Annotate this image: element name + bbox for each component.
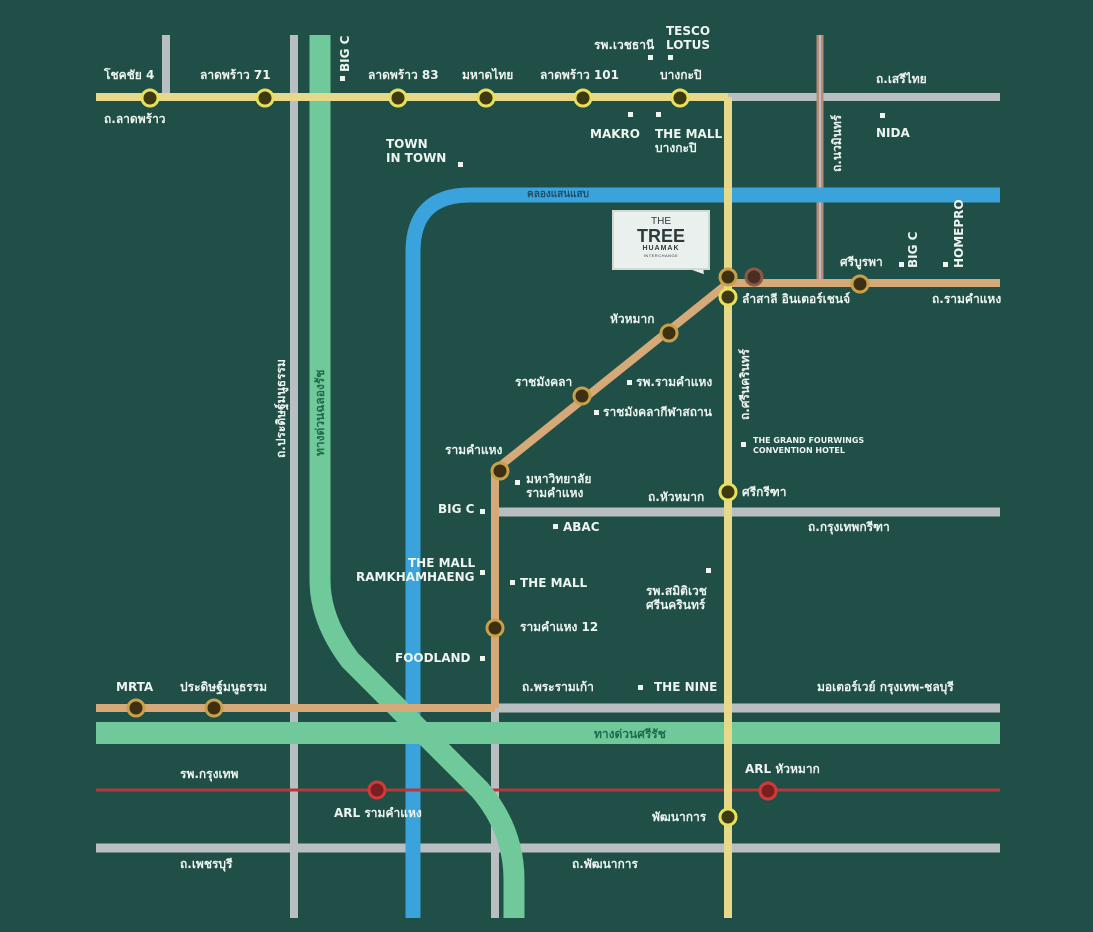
poi-label-bigc-east: BIG C: [906, 231, 920, 268]
poi-marker[interactable]: [706, 568, 711, 573]
poi-marker[interactable]: [480, 509, 485, 514]
poi-label-homepro: HOMEPRO: [952, 199, 966, 268]
station-label-ladprao83: ลาดพร้าว 83: [368, 68, 439, 82]
station-label-rajamangala: ราชมังคลา: [515, 375, 573, 389]
poi-label-rajamangala-stadium: ราชมังคลากีฬาสถาน: [603, 405, 712, 419]
poi-label-the-mall-bk-1: THE MALL: [655, 127, 723, 141]
poi-marker[interactable]: [510, 580, 515, 585]
road-label-pradit-road: ถ.ประดิษฐ์มนูธรรม: [274, 359, 288, 458]
poi-marker[interactable]: [656, 112, 661, 117]
project-name-interchange: INTERCHANGE: [643, 253, 679, 258]
poi-label-ru-2: รามคำแหง: [526, 486, 584, 500]
poi-marker[interactable]: [340, 76, 345, 81]
road-label-rama9: ถ.พระรามเก้า: [522, 680, 594, 694]
station-label-phatthanakan: พัฒนาการ: [652, 810, 707, 824]
poi-label-bigc-top: BIG C: [338, 35, 352, 72]
poi-marker[interactable]: [741, 442, 746, 447]
poi-label-town-in-town-2: IN TOWN: [386, 151, 447, 165]
road-label-motorway: มอเตอร์เวย์ กรุงเทพ-ชลบุรี: [817, 680, 954, 694]
poi-marker[interactable]: [628, 112, 633, 117]
station-label-pradit: ประดิษฐ์มนูธรรม: [180, 680, 268, 694]
road-label-ramkhamhaeng-road: ถ.รามคำแหง: [932, 292, 1002, 306]
poi-marker[interactable]: [458, 162, 463, 167]
poi-label-the-mall-bk-2: บางกะปิ: [655, 141, 697, 155]
station-label-bangkapi: บางกะปิ: [660, 68, 702, 82]
poi-label-samitivej-1: รพ.สมิติเวช: [646, 584, 707, 598]
road-label-nawamin: ถ.นวมินทร์: [830, 114, 844, 172]
poi-label-nida: NIDA: [876, 126, 910, 140]
project-name-tree: TREE: [636, 226, 685, 246]
poi-label-tesco-1: TESCO: [666, 24, 711, 38]
station-label-ramkhamhaeng: รามคำแหง: [445, 443, 503, 457]
poi-label-the-mall-ram-1: THE MALL: [408, 556, 476, 570]
poi-label-foodland: FOODLAND: [395, 651, 471, 665]
road-label-chalong-rat: ทางด่วนฉลองรัช: [313, 369, 327, 456]
expressway-si-rat: [96, 722, 1000, 744]
poi-marker[interactable]: [648, 55, 653, 60]
poi-label-makro: MAKRO: [590, 127, 640, 141]
poi-label-bigc-ram: BIG C: [438, 502, 475, 516]
poi-label-the-mall: THE MALL: [520, 576, 588, 590]
station-label-ladprao71: ลาดพร้าว 71: [200, 68, 271, 82]
road-label-phatthanakan-road: ถ.พัฒนาการ: [572, 857, 638, 871]
poi-marker[interactable]: [880, 113, 885, 118]
poi-marker[interactable]: [638, 685, 643, 690]
poi-label-abac: ABAC: [563, 520, 600, 534]
station-icon-orange[interactable]: [126, 267, 870, 718]
road-label-serithai: ถ.เสรีไทย: [876, 72, 927, 86]
station-label-ladprao101: ลาดพร้าว 101: [540, 68, 619, 82]
poi-marker[interactable]: [515, 480, 520, 485]
road-label-phetchaburi: ถ.เพชรบุรี: [180, 857, 233, 871]
poi-marker[interactable]: [943, 262, 948, 267]
poi-marker[interactable]: [480, 656, 485, 661]
poi-label-bangkok-hospital: รพ.กรุงเทพ: [180, 767, 239, 781]
station-label-ramkhamhaeng12: รามคำแหง 12: [520, 620, 599, 634]
poi-marker[interactable]: [899, 262, 904, 267]
poi-label-vejthani: รพ.เวชธานี: [594, 38, 655, 52]
station-label-mrta: MRTA: [116, 680, 154, 694]
road-label-si-rat: ทางด่วนศรีรัช: [594, 727, 666, 741]
road-label-canal-saensaep: คลองแสนแสบ: [527, 189, 589, 200]
station-icon-arl[interactable]: [367, 780, 778, 801]
station-icon-brown[interactable]: [744, 267, 764, 287]
expressway-chalong-rat: [309, 35, 525, 918]
poi-label-ru-1: มหาวิทยาลัย: [526, 472, 592, 486]
project-name-huamak: HUAMAK: [642, 245, 680, 252]
poi-marker[interactable]: [553, 524, 558, 529]
poi-label-ram-hospital: รพ.รามคำแหง: [636, 375, 713, 389]
station-label-mahatthai: มหาดไทย: [462, 68, 514, 82]
station-label-arl-huamak: ARL หัวหมาก: [745, 762, 820, 776]
poi-label-samitivej-2: ศรีนครินทร์: [646, 598, 706, 612]
orange-line-diagonal: [492, 279, 731, 474]
poi-label-the-nine: THE NINE: [654, 680, 718, 694]
road-label-krungthep-kreetha: ถ.กรุงเทพกรีฑา: [808, 520, 890, 534]
station-label-lamsali: ลำสาลี อินเตอร์เชนจ์: [742, 292, 851, 306]
station-label-chokchai4: โชคชัย 4: [104, 68, 155, 82]
poi-label-tesco-2: LOTUS: [666, 38, 710, 52]
poi-marker[interactable]: [594, 410, 599, 415]
station-label-arl-ramkhamhaeng: ARL รามคำแหง: [334, 806, 422, 820]
poi-marker[interactable]: [627, 380, 632, 385]
poi-label-grand-fourwings-1: THE GRAND FOURWINGS: [753, 436, 865, 445]
station-label-srikritha: ศรีกรีฑา: [742, 485, 787, 499]
station-label-huamak: หัวหมาก: [610, 312, 655, 326]
road-label-srinakarin: ถ.ศรีนครินทร์: [738, 348, 752, 420]
station-label-sriburapha: ศรีบูรพา: [840, 255, 883, 269]
road-label-huamak-road: ถ.หัวหมาก: [648, 490, 705, 504]
poi-label-grand-fourwings-2: CONVENTION HOTEL: [753, 446, 845, 455]
poi-marker[interactable]: [480, 570, 485, 575]
poi-marker[interactable]: [668, 55, 673, 60]
project-callout[interactable]: THE TREE HUAMAK INTERCHANGE: [612, 210, 710, 270]
poi-label-the-mall-ram-2: RAMKHAMHAENG: [356, 570, 475, 584]
canal-saensaep: [405, 187, 1000, 918]
station-icon-yellow[interactable]: [140, 88, 738, 827]
poi-label-town-in-town-1: TOWN: [386, 137, 428, 151]
road-label-ladprao: ถ.ลาดพร้าว: [104, 112, 166, 126]
project-name-the: THE: [651, 216, 671, 227]
